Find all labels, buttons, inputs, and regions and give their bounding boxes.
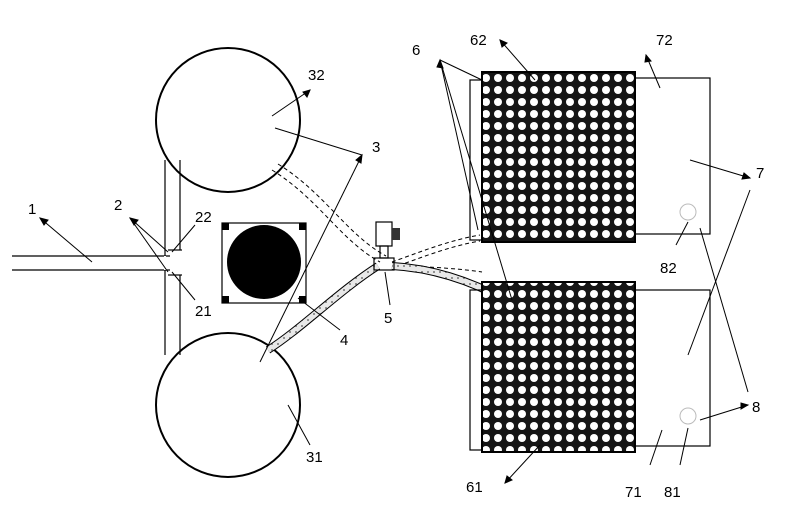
module-lower bbox=[469, 281, 711, 453]
label-6: 6 bbox=[412, 42, 420, 59]
manifold-pipe bbox=[164, 160, 182, 355]
label-61: 61 bbox=[466, 479, 483, 496]
label-21: 21 bbox=[195, 303, 212, 320]
sensor-81 bbox=[679, 407, 697, 425]
chamber-72 bbox=[634, 77, 711, 235]
chamber-71 bbox=[634, 289, 711, 447]
tank-32 bbox=[155, 47, 301, 193]
inlet-pipe bbox=[12, 255, 170, 271]
label-2: 2 bbox=[114, 197, 122, 214]
label-7: 7 bbox=[756, 165, 764, 182]
module-upper bbox=[469, 71, 711, 243]
sensor-82 bbox=[679, 203, 697, 221]
label-8: 8 bbox=[752, 399, 760, 416]
component-4-filter bbox=[221, 222, 307, 304]
label-72: 72 bbox=[656, 32, 673, 49]
tank-31 bbox=[155, 332, 301, 478]
label-31: 31 bbox=[306, 449, 323, 466]
label-71: 71 bbox=[625, 484, 642, 501]
mesh-block-62 bbox=[481, 71, 636, 243]
label-4: 4 bbox=[340, 332, 348, 349]
leader-lines bbox=[38, 39, 752, 484]
label-82: 82 bbox=[660, 260, 677, 277]
label-62: 62 bbox=[470, 32, 487, 49]
label-3: 3 bbox=[372, 139, 380, 156]
label-32: 32 bbox=[308, 67, 325, 84]
pump-5 bbox=[373, 221, 400, 271]
label-5: 5 bbox=[384, 310, 392, 327]
label-81: 81 bbox=[664, 484, 681, 501]
label-1: 1 bbox=[28, 201, 36, 218]
label-22: 22 bbox=[195, 209, 212, 226]
mesh-block-61 bbox=[481, 281, 636, 453]
dashed-hose-upper bbox=[271, 163, 483, 273]
